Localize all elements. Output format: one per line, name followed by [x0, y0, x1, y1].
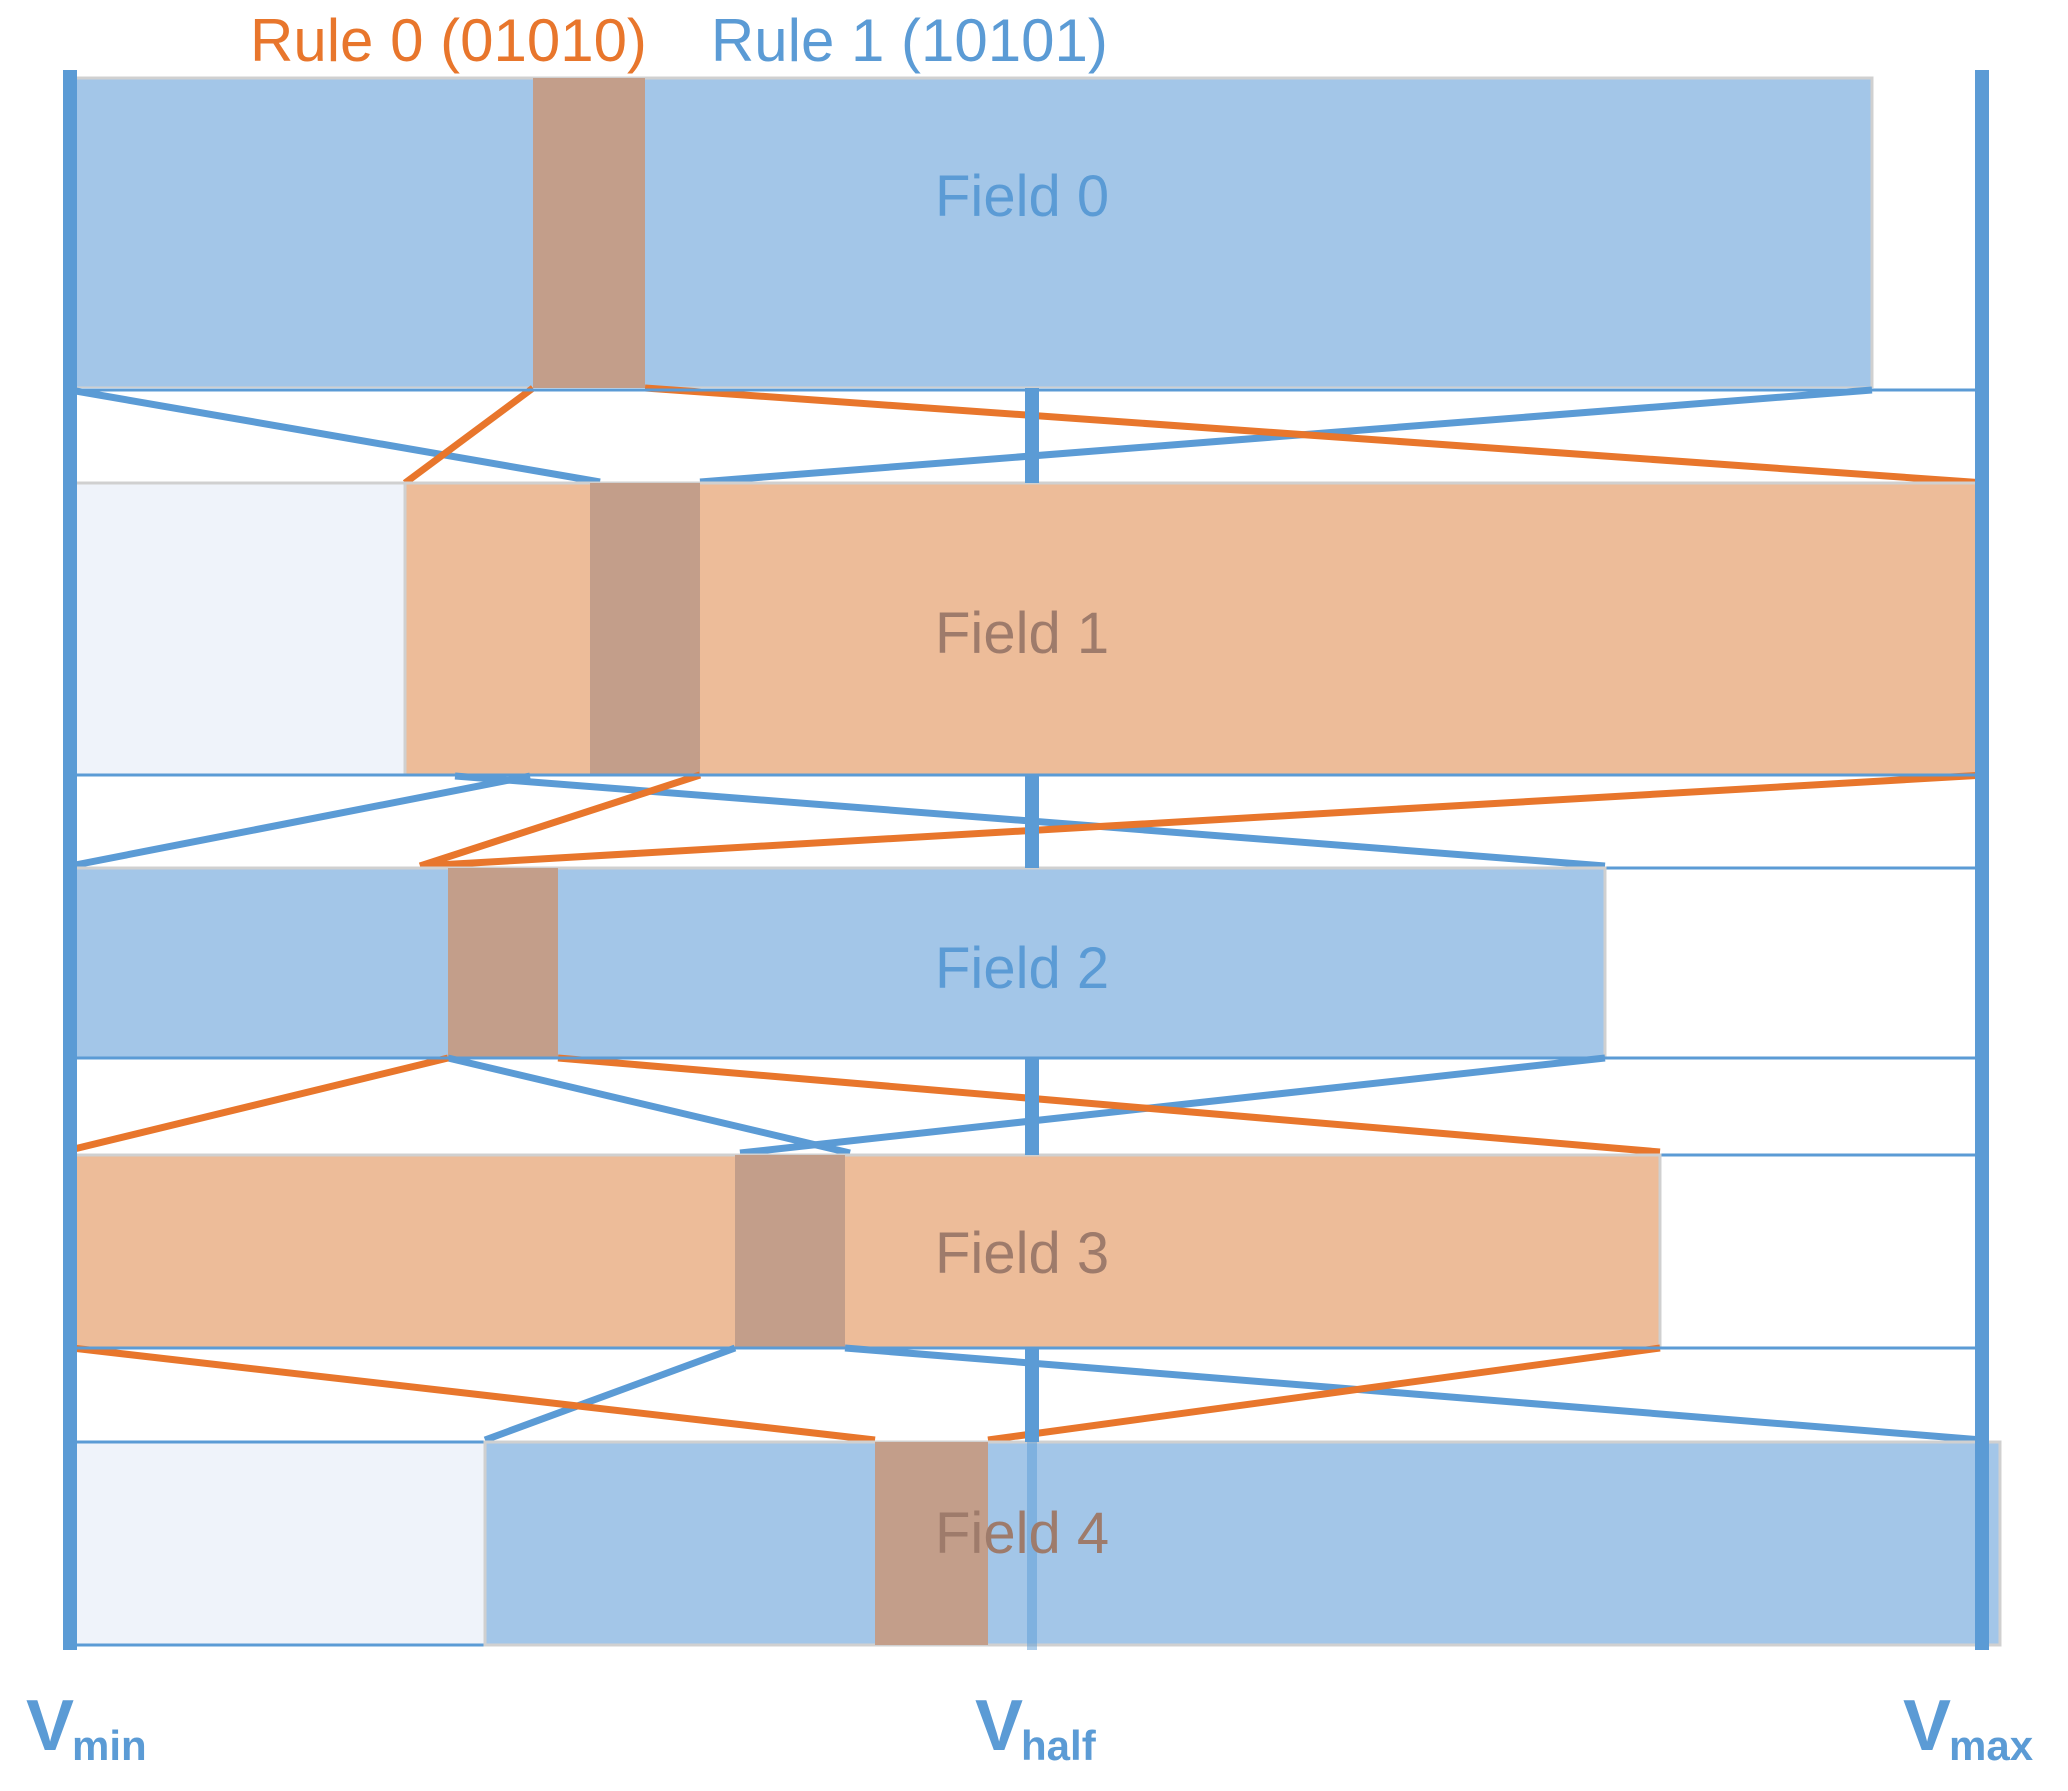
- rule1-line-e: [447, 1054, 851, 1157]
- rule0-line-f: [557, 1054, 1661, 1156]
- axis-label-vmax: Vmax: [1903, 1690, 2035, 1767]
- field-1-pale: [68, 481, 407, 777]
- rule0-line-b: [402, 385, 536, 486]
- field-row-2: [68, 866, 1607, 1060]
- vhalf-base: V: [975, 1686, 1024, 1766]
- axis-label-vhalf: Vhalf: [975, 1690, 1098, 1767]
- rule0-line-a: [644, 384, 1986, 487]
- vhalf-subscript: half: [1021, 1722, 1096, 1769]
- rule0-line-h: [987, 1344, 1661, 1444]
- rule0-line-e: [69, 1054, 449, 1154]
- field-0-bar: [68, 76, 1874, 390]
- field-4-overlap: [875, 1442, 988, 1645]
- legend-rule0-label: Rule 0 (01010): [250, 7, 647, 74]
- vmin-base: V: [26, 1686, 75, 1766]
- rule0-line-g: [71, 1344, 876, 1444]
- rule1-line-a: [69, 386, 601, 486]
- field-3-overlap: [735, 1155, 845, 1348]
- rule0-line-c: [418, 771, 702, 870]
- field-0-overlap: [533, 78, 645, 388]
- field-1-overlap: [590, 483, 700, 775]
- legend-rule1-label: Rule 1 (10101): [710, 7, 1108, 74]
- field-row-1: [68, 481, 1987, 777]
- field-4-bar: [483, 1440, 2002, 1647]
- rule1-line-c: [69, 772, 531, 870]
- vmax-base: V: [1903, 1686, 1952, 1766]
- rule1-line-g: [483, 1344, 737, 1444]
- field-row-4: [70, 1440, 2002, 1647]
- vmax-subscript: max: [1949, 1722, 2034, 1769]
- field-2-bar: [68, 866, 1607, 1060]
- field-row-0: [68, 76, 1874, 390]
- axis-label-vmin: Vmin: [26, 1690, 149, 1767]
- field-row-3: [70, 1153, 1662, 1350]
- rule1-line-f: [739, 1054, 1606, 1157]
- rule0-line-d: [419, 771, 1986, 870]
- field-2-overlap: [448, 868, 558, 1058]
- legend: Rule 0 (01010) Rule 1 (10101): [0, 6, 2068, 75]
- field-3-bar: [70, 1153, 1662, 1350]
- field-4-pale: [70, 1440, 487, 1647]
- vmin-subscript: min: [72, 1722, 147, 1769]
- axes: [63, 70, 1989, 1650]
